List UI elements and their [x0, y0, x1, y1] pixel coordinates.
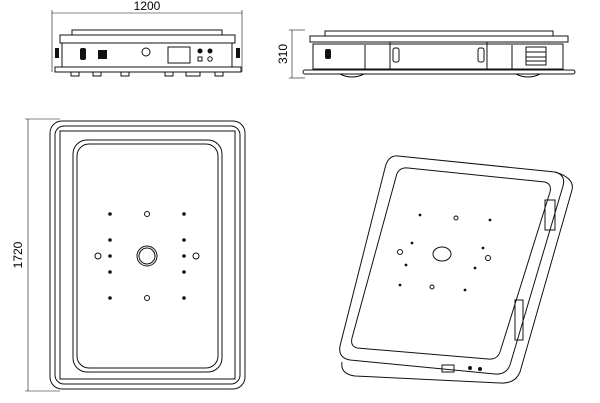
front-view: 1200 — [51, 0, 243, 77]
dimension-length: 1720 — [11, 118, 60, 392]
top-view: 1720 — [11, 118, 246, 392]
switch-icon — [80, 48, 86, 60]
side-view: 310 — [276, 29, 576, 79]
isometric-view — [339, 155, 573, 384]
dimension-width: 1200 — [51, 0, 243, 72]
width-dimension-label: 1200 — [134, 0, 161, 13]
height-dimension-label: 310 — [276, 44, 290, 64]
connector-icon — [98, 50, 107, 59]
length-dimension-label: 1720 — [11, 241, 25, 268]
dimension-height: 310 — [276, 29, 305, 79]
display-panel — [167, 46, 191, 64]
